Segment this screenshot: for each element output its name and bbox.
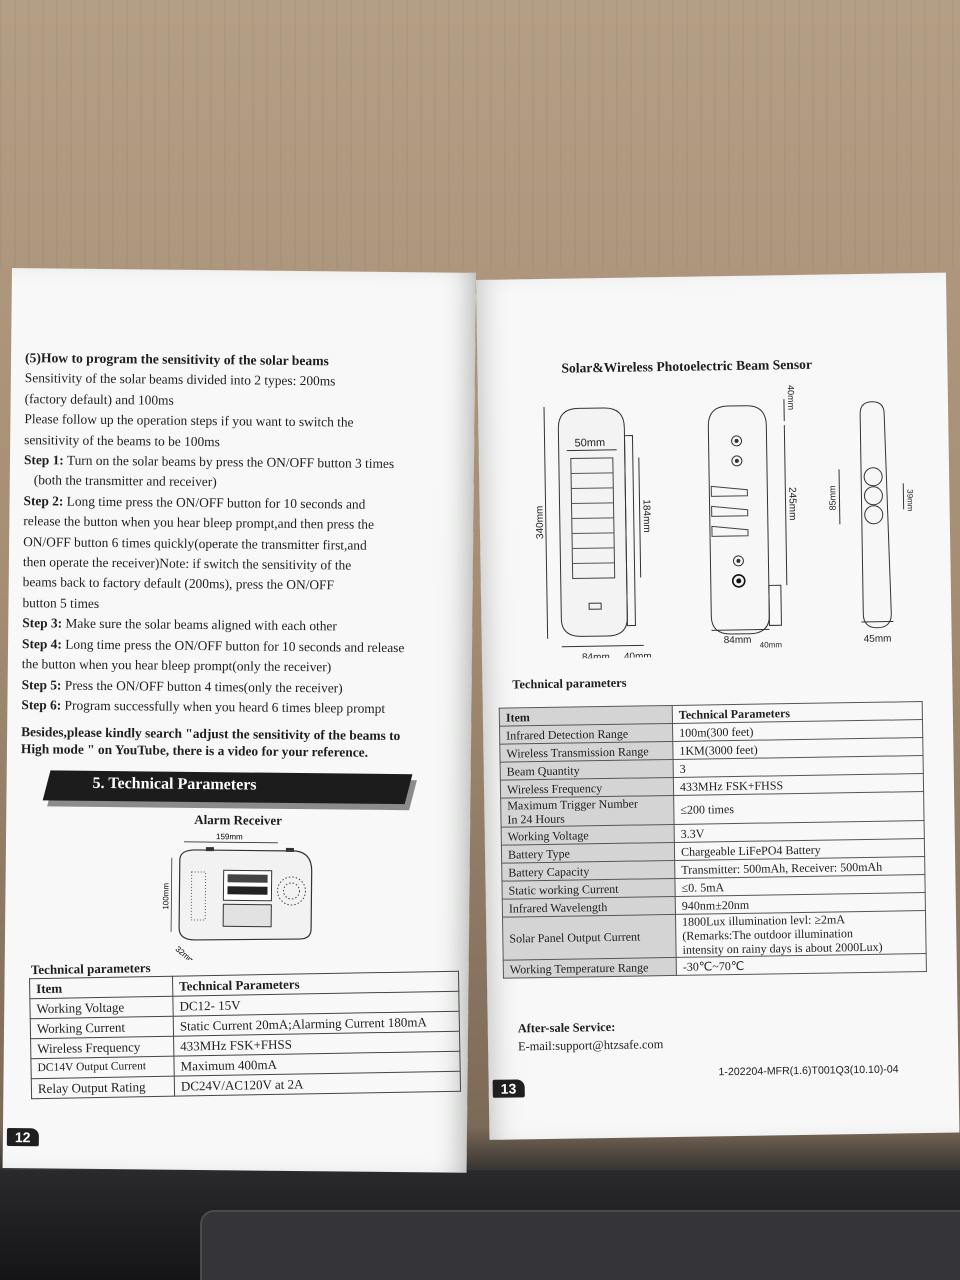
header-item: Item xyxy=(29,976,173,999)
after-sale-service: After-sale Service: E-mail:support@htzsa… xyxy=(518,1017,664,1055)
receiver-height-label: 100mm xyxy=(161,883,170,910)
banner-text: 5. Technical Parameters xyxy=(92,774,257,794)
alarm-receiver-drawing: 159mm 100mm 32mm xyxy=(161,832,313,961)
dim-base-a: 84mm xyxy=(582,652,610,660)
manual-page-left: (5)How to program the sensitivity of the… xyxy=(2,268,476,1173)
step-text: Long time press the ON/OFF button for 10… xyxy=(66,493,366,512)
support-email: E-mail:support@htzsafe.com xyxy=(517,1037,664,1054)
row-key: Solar Panel Output Current xyxy=(502,914,677,961)
row-key: Working Temperature Range xyxy=(503,957,677,979)
beam-sensor-dimension-drawing: 340mm 50mm 184mm 84mm 40mm xyxy=(535,385,915,660)
after-sale-label: After-sale Service: xyxy=(517,1019,616,1036)
row-key: Working Current xyxy=(30,1016,174,1039)
dim-total-height: 340mm xyxy=(535,506,547,540)
row-value: 1800Lux illumination levl: ≥2mA (Remarks… xyxy=(675,910,927,958)
row-key: Relay Output Rating xyxy=(31,1076,175,1099)
receiver-width-label: 159mm xyxy=(216,832,243,841)
dim-base-d: 40mm xyxy=(760,640,783,649)
row-key: DC14V Output Current xyxy=(30,1056,175,1079)
dim-body-height: 245mm xyxy=(786,487,798,521)
dim-bracket-height: 85mm xyxy=(827,485,837,510)
row-key: Wireless Frequency xyxy=(30,1036,174,1059)
receiver-parameters: Technical parameters Item Technical Para… xyxy=(29,955,461,1099)
step-6: Step 6: Program successfully when you he… xyxy=(21,695,461,720)
cardboard-background xyxy=(0,0,960,270)
dim-top-width: 50mm xyxy=(574,437,605,449)
dim-bracket-hole: 39mm xyxy=(905,489,914,512)
row-value: ≤200 times xyxy=(673,791,925,825)
table-title: Technical parameters xyxy=(512,675,627,692)
page-number-left: 12 xyxy=(6,1127,39,1147)
step-text: Press the ON/OFF button 4 times(only the… xyxy=(64,677,343,695)
page-number-right: 13 xyxy=(492,1079,525,1098)
step-label: Step 1: xyxy=(23,452,64,468)
row-value: DC24V/AC120V at 2A xyxy=(174,1071,461,1097)
beam-sensor-parameters: Item Technical Parameters Infrared Detec… xyxy=(499,701,927,979)
row-key: Working Voltage xyxy=(29,996,174,1019)
step-text: Turn on the solar beams by press the ON/… xyxy=(66,452,395,472)
step-label: Step 6: xyxy=(21,697,62,713)
document-code: 1-202204-MFR(1.6)T001Q3(10.10)-04 xyxy=(718,1063,899,1079)
step-label: Step 5: xyxy=(21,676,62,693)
step-label: Step 4: xyxy=(21,635,62,652)
manual-page-right: Solar&Wireless Photoelectric Beam Sensor… xyxy=(476,272,960,1140)
dim-inner-height: 184mm xyxy=(640,499,652,533)
step-text: Long time press the ON/OFF button for 10… xyxy=(65,636,405,655)
receiver-title: Alarm Receiver xyxy=(194,811,283,828)
product-title: Solar&Wireless Photoelectric Beam Sensor xyxy=(561,356,813,376)
step-label: Step 3: xyxy=(22,615,63,631)
step-text: Program successfully when you heard 6 ti… xyxy=(64,697,386,716)
dim-base-b: 40mm xyxy=(624,651,652,659)
dim-top-gap: 40mm xyxy=(786,385,796,410)
step-text: Make sure the solar beams aligned with e… xyxy=(65,615,337,634)
table-row: Solar Panel Output Current 1800Lux illum… xyxy=(502,910,927,961)
dim-base-c: 84mm xyxy=(724,635,752,646)
dim-bracket-width: 45mm xyxy=(864,634,892,645)
row-value: -30℃~70℃ xyxy=(676,953,927,976)
desk-tray xyxy=(200,1210,960,1280)
section-banner: 5. Technical Parameters xyxy=(32,768,422,806)
sensitivity-instructions: (5)How to program the sensitivity of the… xyxy=(21,348,465,762)
step-label: Step 2: xyxy=(23,492,64,509)
